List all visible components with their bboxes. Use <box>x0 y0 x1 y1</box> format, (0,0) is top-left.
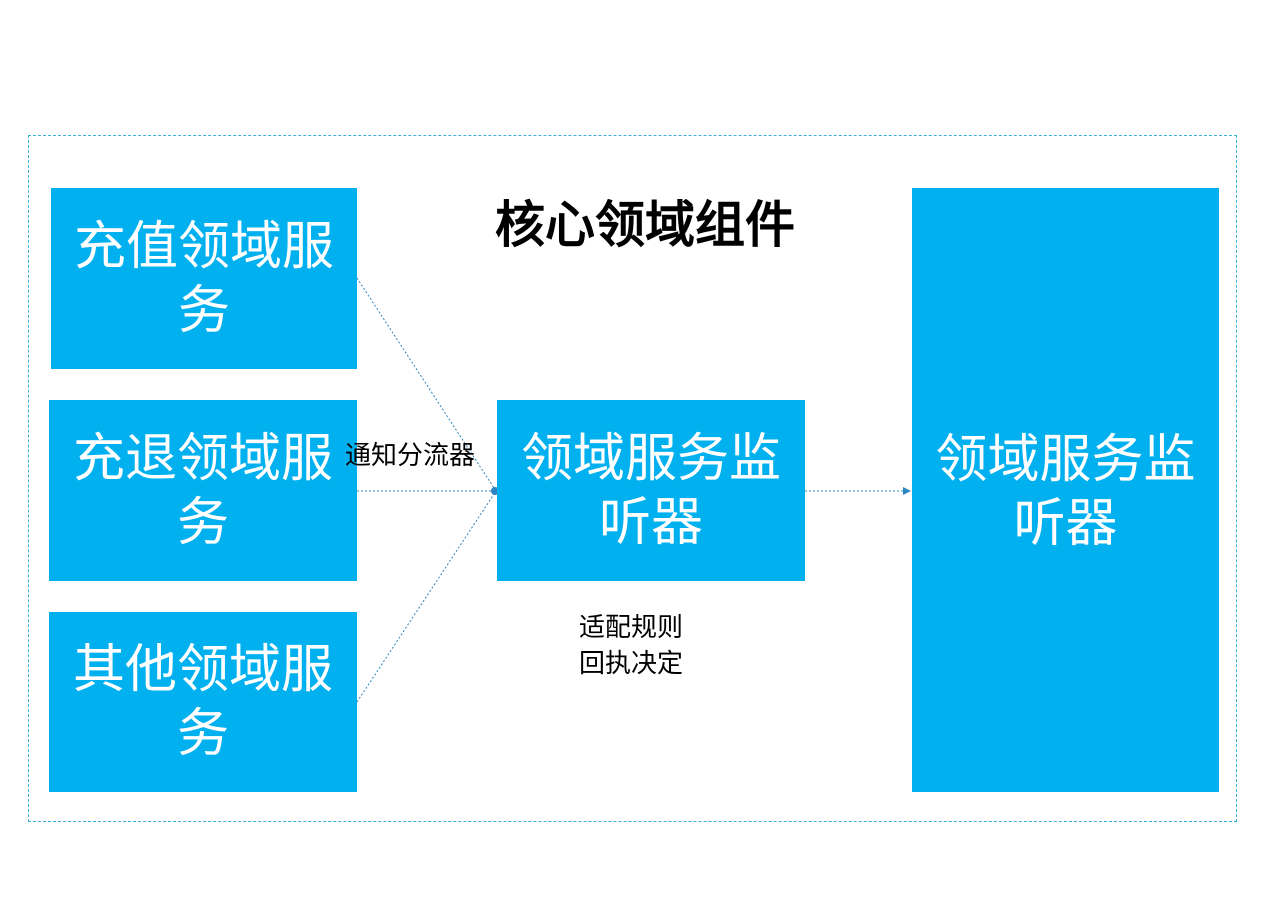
recharge-domain-service-box: 充值领域服务 <box>51 188 357 369</box>
right-domain-service-listener-label: 领域服务监听器 <box>935 430 1196 554</box>
other-domain-service-label: 其他领域服务 <box>72 640 333 764</box>
recharge-domain-service-label: 充值领域服务 <box>73 216 334 341</box>
domain-service-listener-box: 领域服务监听器 <box>497 400 805 581</box>
domain-service-listener-label: 领域服务监听器 <box>520 428 781 553</box>
adaptation-rules-label: 适配规则 回执决定 <box>579 610 683 682</box>
receipt-decision-line: 回执决定 <box>579 649 684 679</box>
notification-dispatcher-label: 通知分流器 <box>345 441 476 471</box>
diagram-title: 核心领域组件 <box>495 195 795 254</box>
other-domain-service-box: 其他领域服务 <box>49 612 357 792</box>
refund-domain-service-box: 充退领域服务 <box>49 400 357 581</box>
refund-domain-service-label: 充退领域服务 <box>72 428 333 553</box>
adaptation-rules-line: 适配规则 <box>579 613 684 643</box>
core-component-frame <box>28 135 1237 822</box>
right-domain-service-listener-box: 领域服务监听器 <box>912 188 1219 792</box>
